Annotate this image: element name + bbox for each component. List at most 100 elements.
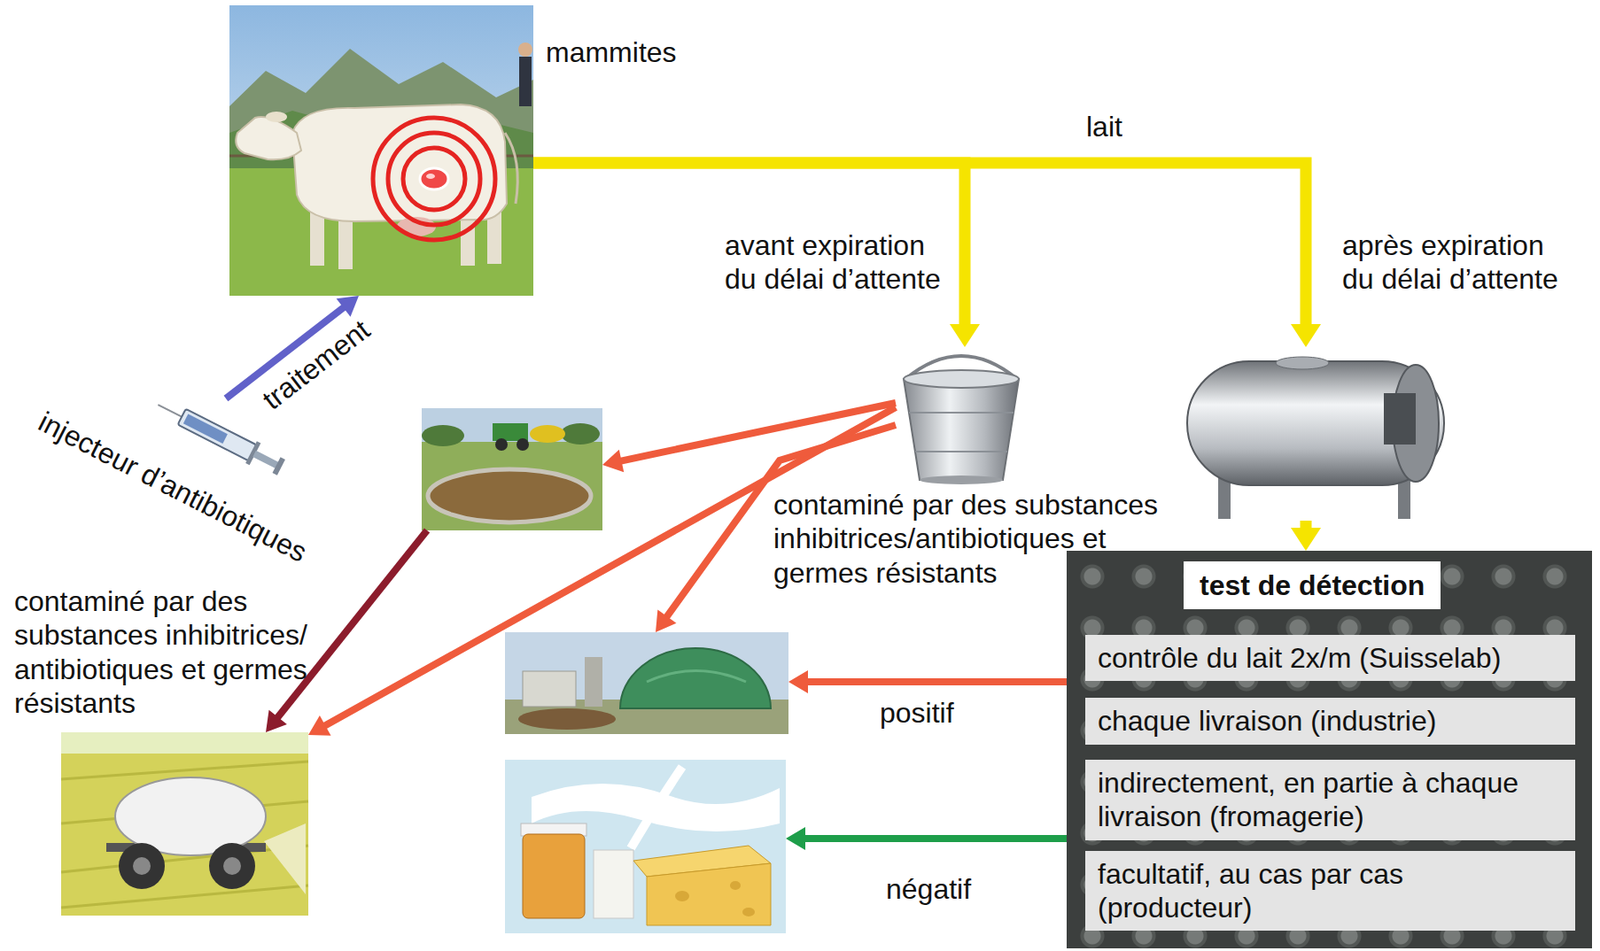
building	[522, 671, 576, 707]
milk-label: lait	[1086, 109, 1123, 144]
silo	[584, 657, 603, 707]
target-highlight	[426, 173, 435, 179]
label-anchor: traitement	[316, 365, 443, 399]
tank-illustration	[1187, 357, 1445, 520]
arrowhead	[602, 450, 624, 473]
result-label: négatif	[885, 872, 971, 907]
spray-fan	[264, 823, 306, 895]
label-anchor: négatif	[885, 872, 971, 907]
wheel	[209, 843, 256, 890]
arrowhead	[655, 610, 676, 633]
tank-trailer	[529, 425, 566, 443]
wheel	[118, 843, 165, 890]
farmer-figure	[519, 56, 532, 107]
syringe-plunger	[252, 450, 280, 470]
target-ring	[372, 117, 496, 241]
arrowhead	[949, 324, 980, 348]
cow-picture: mammites	[229, 5, 534, 296]
arrowhead	[308, 715, 332, 737]
syringe-cap	[272, 457, 286, 476]
ground	[421, 408, 603, 531]
row-text: facultatif, au cas par cas (producteur)	[1097, 857, 1558, 926]
milk-tank	[1178, 347, 1450, 521]
cow-tail	[504, 132, 518, 204]
row-text: indirectement, en partie à chaque livrai…	[1097, 766, 1558, 835]
test-row: indirectement, en partie à chaque livrai…	[1085, 760, 1576, 841]
biogas-plant	[504, 632, 789, 735]
connector-line	[799, 835, 1067, 843]
connector-line	[533, 163, 965, 332]
waiting-label: après expiration du délai d’attente	[1342, 228, 1575, 297]
field	[61, 732, 309, 917]
flow-arrow	[788, 670, 1067, 694]
cheese-hole	[742, 908, 755, 917]
tank-control	[1383, 393, 1416, 445]
row-text: chaque livraison (industrie)	[1097, 704, 1558, 738]
tank-body	[1187, 361, 1445, 486]
wheel	[516, 438, 529, 451]
tank-hatch	[1275, 357, 1329, 370]
sky	[504, 632, 789, 735]
arrowhead	[788, 670, 808, 694]
bucket-illustration	[903, 356, 1019, 485]
row-text: contrôle du lait 2x/m (Suisselab)	[1097, 641, 1558, 676]
farmer-head	[518, 42, 533, 57]
waiting-label: avant expiration du délai d’attente	[724, 228, 947, 297]
sky	[229, 5, 534, 296]
wheel	[495, 438, 508, 451]
injector-label: injecteur d’antibiotiques	[32, 404, 312, 570]
flow-arrow	[533, 163, 980, 348]
flow-arrow	[785, 827, 1067, 851]
arrowhead	[785, 827, 806, 851]
milk-bucket: contaminé par des substances inhibitrice…	[895, 347, 1026, 485]
field-spreading: contaminé par des substances inhibitrice…	[61, 732, 309, 917]
label-anchor: lait	[1086, 109, 1123, 144]
bucket-rim	[903, 370, 1019, 389]
cow-ear	[265, 111, 288, 123]
tree	[560, 423, 600, 445]
arrowhead	[265, 710, 288, 733]
slurry-pit	[427, 469, 591, 523]
cow-illustration	[229, 5, 534, 296]
syringe-barrel	[178, 409, 257, 462]
manure-pile	[518, 708, 616, 731]
slurry-pit-illustration	[421, 408, 603, 531]
hub	[223, 857, 241, 876]
cow-leg	[310, 210, 325, 266]
bucket-body	[903, 379, 1019, 481]
flow-arrow	[1290, 520, 1321, 552]
test-row: chaque livraison (industrie)	[1085, 698, 1576, 745]
connector-line	[801, 678, 1067, 686]
milk-glass	[593, 850, 634, 919]
syringe-illustration	[152, 394, 288, 480]
honey-jar	[522, 834, 585, 919]
dairy-products	[504, 760, 786, 934]
field-illustration	[61, 732, 309, 917]
cheese-hole	[675, 891, 690, 902]
cow-head	[235, 116, 302, 160]
test-panel: test de détectioncontrôle du lait 2x/m (…	[1066, 551, 1593, 949]
biogas-illustration	[504, 632, 789, 735]
bucket-ring	[908, 411, 1014, 414]
biogas-dome	[620, 648, 771, 709]
contamination-note: contaminé par des substances inhibitrice…	[14, 584, 316, 722]
syringe-picture: injecteur d’antibiotiques	[150, 398, 288, 474]
dome-stripe	[646, 671, 746, 684]
tree	[421, 425, 465, 447]
result-label: positif	[879, 696, 955, 731]
test-row: contrôle du lait 2x/m (Suisselab)	[1085, 635, 1576, 682]
field-stripes	[61, 761, 309, 909]
bucket-bottom	[919, 475, 1003, 485]
arrowhead	[1290, 528, 1321, 552]
label-anchor: avant expiration du délai d’attente	[724, 228, 947, 297]
sky	[61, 732, 309, 754]
target-dot	[419, 168, 449, 190]
slurry-pit	[421, 408, 603, 531]
label-anchor: après expiration du délai d’attente	[1342, 228, 1575, 297]
target-ring	[388, 132, 481, 226]
disease-label: mammites	[545, 35, 677, 70]
syringe-liquid	[183, 414, 228, 444]
test-row: facultatif, au cas par cas (producteur)	[1085, 851, 1576, 933]
milk-stream	[630, 767, 683, 849]
